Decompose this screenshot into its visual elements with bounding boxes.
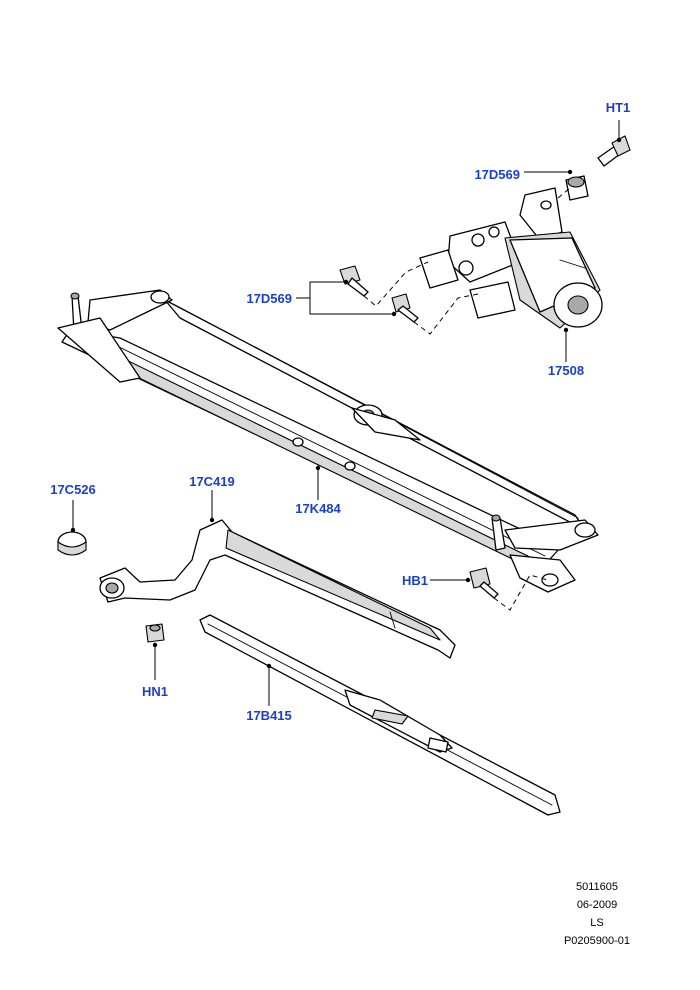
footer-line-3: LS [590,917,603,929]
callout-17k484[interactable]: 17K484 [295,501,341,516]
footer-line-2: 06-2009 [577,899,617,911]
wiper-blade-drawing [199,614,561,816]
callout-17b415[interactable]: 17B415 [246,708,292,723]
callout-hb1[interactable]: HB1 [402,573,428,588]
wiper-linkage-drawing [57,289,599,593]
callout-ht1[interactable]: HT1 [606,100,631,115]
callout-17c526[interactable]: 17C526 [50,482,96,497]
assembly-dashed-lines [363,187,571,611]
callout-17508[interactable]: 17508 [548,363,584,378]
wiper-arm-drawing [99,519,456,659]
callout-hn1[interactable]: HN1 [142,684,168,699]
callout-17c419[interactable]: 17C419 [189,474,235,489]
wiper-motor-drawing [419,187,603,329]
footer-line-4: P0205900-01 [564,935,630,947]
callout-17d569-top[interactable]: 17D569 [474,167,520,182]
footer-line-1: 5011605 [576,881,618,893]
footer-reference: 5011605 06-2009 LS P0205900-01 [564,881,630,947]
leader-lines [70,120,622,706]
callout-17d569-left[interactable]: 17D569 [246,291,292,306]
fasteners-drawing [57,135,631,643]
